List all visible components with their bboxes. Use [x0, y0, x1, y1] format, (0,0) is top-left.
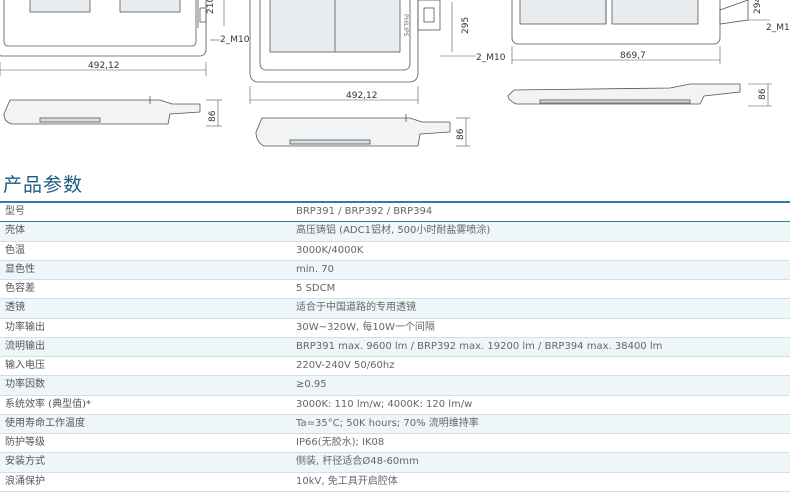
middle-dimensions: [249, 2, 476, 104]
spec-label: 浪涌保护: [5, 475, 45, 487]
spec-value: 侧装, 杆径适合Ø48-60mm: [296, 456, 419, 468]
spec-label: 功率因数: [5, 379, 45, 391]
spec-row: 壳体 高压铸铝 (ADC1铝材, 500小时耐盐雾喷涂): [0, 222, 790, 242]
left-height-dim: 210: [206, 0, 216, 14]
spec-row: 系统效率 (典型值)* 3000K: 110 lm/w; 4000K: 120 l…: [0, 396, 790, 415]
spec-row: 显色性 min. 70: [0, 260, 790, 280]
spec-row: 透镜 适合于中国道路的专用透镜: [0, 299, 790, 319]
left-top-view: [0, 0, 207, 57]
middle-side-height-dim: 86: [456, 128, 466, 140]
spec-row: 功率输出 30W~320W, 每10W一个间隔: [0, 319, 790, 338]
left-side-height-dim: 86: [208, 110, 218, 122]
middle-brand-text: PHILIPS: [402, 14, 409, 37]
right-side-height-dim: 86: [758, 88, 768, 100]
middle-width-dim: 492,12: [346, 91, 378, 101]
spec-label: 输入电压: [5, 360, 45, 371]
right-bolt-dim: 2_M10: [766, 23, 790, 33]
left-width-dim: 492,12: [88, 61, 120, 71]
spec-label: 功率输出: [5, 321, 45, 333]
middle-bolt-dim: 2_M10: [476, 53, 506, 63]
spec-label: 系统效率 (典型值)*: [5, 398, 91, 410]
spec-row: 安装方式 侧装, 杆径适合Ø48-60mm: [0, 453, 790, 473]
right-side-dimensions: [748, 83, 772, 107]
left-side-dimensions: [206, 99, 222, 127]
left-side-view: [3, 96, 201, 125]
spec-value: 高压铸铝 (ADC1铝材, 500小时耐盐雾喷涂): [296, 225, 491, 237]
spec-label: 防护等级: [5, 437, 45, 448]
spec-label: 型号: [5, 206, 25, 217]
right-side-view: [507, 83, 741, 105]
spec-label: 色温: [5, 244, 25, 256]
middle-height-dim: 295: [461, 17, 471, 34]
section-title: 产品参数: [3, 174, 84, 196]
spec-row: 功率因数 ≥0.95: [0, 376, 790, 396]
spec-value: 5 SDCM: [296, 283, 336, 294]
spec-value: 3000K: 110 lm/w; 4000K: 120 lm/w: [296, 398, 473, 410]
middle-side-view: [255, 114, 451, 147]
spec-row: 型号 BRP391 / BRP392 / BRP394: [0, 203, 790, 223]
spec-value: 10kV, 免工具开启腔体: [296, 475, 398, 487]
middle-top-view: [249, 0, 441, 83]
spec-value: 适合于中国道路的专用透镜: [296, 302, 416, 314]
spec-row: 流明输出 BRP391 max. 9600 lm / BRP392 max. 19…: [0, 337, 790, 357]
right-height-dim: 294: [753, 0, 763, 14]
left-dimensions: [0, 0, 225, 76]
spec-row: 色温 3000K/4000K: [0, 242, 790, 261]
spec-value: IP66(无胶水); IK08: [296, 437, 385, 448]
spec-label: 安装方式: [5, 456, 45, 468]
spec-label: 透镜: [5, 302, 25, 314]
spec-label: 色容差: [5, 283, 35, 294]
spec-value: 30W~320W, 每10W一个间隔: [296, 321, 435, 333]
spec-row: 色容差 5 SDCM: [0, 280, 790, 300]
spec-label: 壳体: [5, 225, 25, 237]
right-width-dim: 869,7: [620, 51, 646, 61]
spec-value: 3000K/4000K: [296, 244, 364, 256]
spec-row: 防护等级 IP66(无胶水); IK08: [0, 434, 790, 454]
spec-table: 型号 BRP391 / BRP392 / BRP394 壳体 高压铸铝 (ADC1铝…: [0, 201, 790, 492]
spec-value: Ta=35°C; 50K hours; 70% 流明维持率: [296, 417, 479, 429]
spec-value: 220V-240V 50/60hz: [296, 360, 395, 371]
spec-value: ≥0.95: [296, 379, 327, 391]
right-top-view: [511, 0, 749, 45]
spec-row: 输入电压 220V-240V 50/60hz: [0, 357, 790, 377]
spec-label: 流明输出: [5, 340, 45, 352]
drawings-svg: 492,12 210 2_M10 86 PHILIPS: [0, 0, 790, 147]
left-bolt-dim: 2_M10: [220, 35, 250, 45]
spec-value: BRP391 max. 9600 lm / BRP392 max. 19200 …: [296, 340, 663, 352]
right-dimensions: [511, 19, 770, 64]
spec-label: 显色性: [5, 263, 35, 275]
spec-row: 浪涌保护 10kV, 免工具开启腔体: [0, 473, 790, 492]
spec-value: min. 70: [296, 263, 334, 275]
spec-row: 使用寿命工作温度 Ta=35°C; 50K hours; 70% 流明维持率: [0, 414, 790, 434]
middle-side-dimensions: [456, 117, 470, 147]
spec-value: BRP391 / BRP392 / BRP394: [296, 206, 433, 217]
technical-drawings: 492,12 210 2_M10 86 PHILIPS: [0, 0, 790, 172]
spec-label: 使用寿命工作温度: [5, 417, 85, 429]
